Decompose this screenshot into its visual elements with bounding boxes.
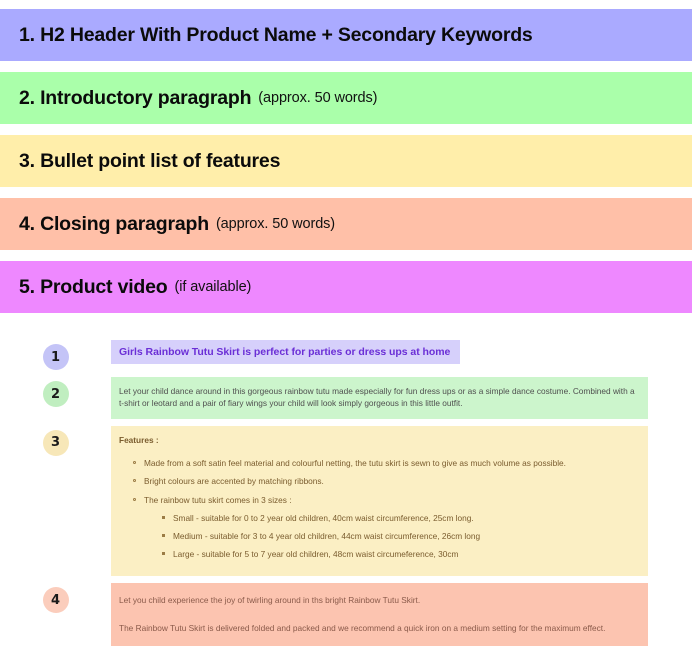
example-body-3: Features : Made from a soft satin feel m…: [111, 425, 700, 577]
legend-banner-3-main: 3. Bullet point list of features: [19, 149, 281, 172]
example-badge-3: 3: [42, 429, 69, 456]
legend-banner-1: 1. H2 Header With Product Name + Seconda…: [0, 9, 692, 61]
example-row-1: 1 Girls Rainbow Tutu Skirt is perfect fo…: [0, 340, 700, 370]
legend-banner-5-sub: (if available): [174, 279, 252, 295]
features-label: Features :: [119, 434, 159, 445]
feature-bullet: Bright colours are accented by matching …: [133, 475, 636, 487]
example-body-2: Let your child dance around in this gorg…: [111, 377, 700, 419]
example-badge-4: 4: [42, 587, 69, 614]
size-bullet: Medium - suitable for 3 to 4 year old ch…: [162, 530, 636, 542]
legend-banner-4: 4. Closing paragraph (approx. 50 words): [0, 198, 692, 250]
example-badge-2: 2: [42, 381, 69, 407]
example-intro-paragraph: Let your child dance around in this gorg…: [119, 386, 635, 409]
example-row-2: 2 Let your child dance around in this go…: [0, 377, 700, 419]
legend-banner-5: 5. Product video (if available): [0, 261, 692, 313]
legend-banner-4-sub: (approx. 50 words): [215, 216, 336, 232]
example-badge-col-3: 3: [0, 426, 111, 456]
example-badge-col-4: 4: [0, 583, 111, 614]
legend-banner-4-main: 4. Closing paragraph: [19, 212, 209, 235]
features-bullet-list: Made from a soft satin feel material and…: [119, 457, 636, 560]
example-badge-col-1: 1: [0, 340, 111, 370]
legend-banner-2-main: 2. Introductory paragraph: [19, 86, 252, 109]
example-row-3: 3 Features : Made from a soft satin feel…: [0, 425, 700, 577]
example-body-1: Girls Rainbow Tutu Skirt is perfect for …: [111, 340, 700, 364]
example-closing-block: Let you child experience the joy of twir…: [111, 583, 648, 646]
example-features-block: Features : Made from a soft satin feel m…: [111, 425, 648, 577]
legend-banner-2-sub: (approx. 50 words): [258, 90, 378, 106]
legend-banner-5-main: 5. Product video: [19, 275, 168, 298]
legend-banner-1-main: 1. H2 Header With Product Name + Seconda…: [19, 23, 533, 46]
legend-banner-2: 2. Introductory paragraph (approx. 50 wo…: [0, 72, 692, 124]
feature-bullet: The rainbow tutu skirt comes in 3 sizes …: [133, 494, 636, 560]
example-badge-col-2: 2: [0, 377, 111, 407]
size-bullet: Large - suitable for 5 to 7 year old chi…: [162, 548, 636, 560]
example-body-4: Let you child experience the joy of twir…: [111, 583, 700, 646]
example-intro-block: Let your child dance around in this gorg…: [111, 377, 648, 419]
legend-banner-3: 3. Bullet point list of features: [0, 135, 692, 187]
feature-bullet-label: The rainbow tutu skirt comes in 3 sizes …: [144, 494, 292, 505]
example-closing-paragraph: Let you child experience the joy of twir…: [119, 595, 421, 606]
example-row-4: 4 Let you child experience the joy of tw…: [0, 583, 700, 646]
example-heading-block: Girls Rainbow Tutu Skirt is perfect for …: [111, 340, 461, 364]
size-bullet: Small - suitable for 0 to 2 year old chi…: [162, 512, 636, 524]
example-closing-paragraph: The Rainbow Tutu Skirt is delivered fold…: [119, 622, 606, 633]
legend-banner-list: 1. H2 Header With Product Name + Seconda…: [0, 9, 692, 324]
example-product-description: 1 Girls Rainbow Tutu Skirt is perfect fo…: [0, 340, 700, 646]
size-sub-bullet-list: Small - suitable for 0 to 2 year old chi…: [144, 512, 636, 560]
example-badge-1: 1: [42, 344, 69, 370]
feature-bullet: Made from a soft satin feel material and…: [133, 457, 636, 469]
